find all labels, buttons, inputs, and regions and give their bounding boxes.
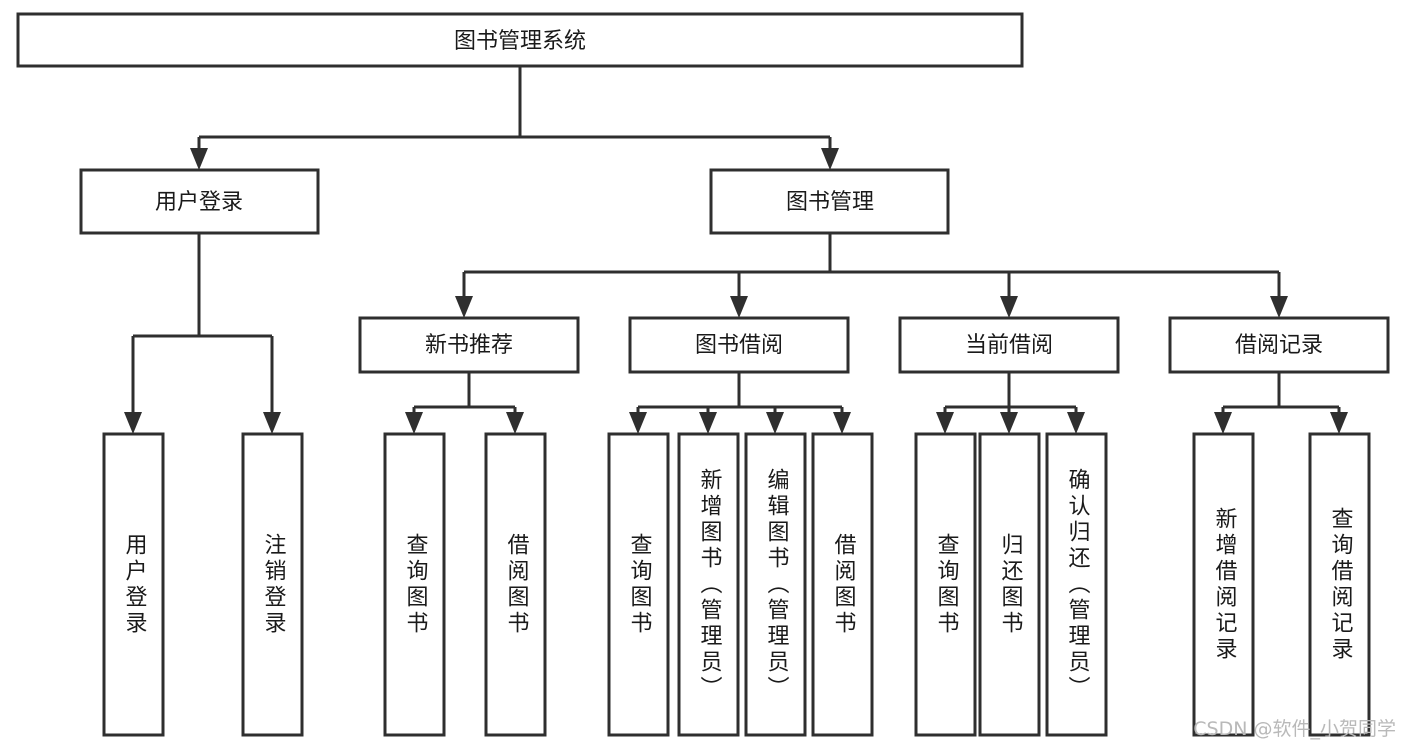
node-current-borrow[interactable]: 当前借阅: [898, 316, 1120, 374]
connector-group-current-borrow: [936, 372, 1085, 434]
leaf-bb-1-box[interactable]: [677, 432, 740, 737]
leaf-node-borrow-record-0[interactable]: 新增借阅记录: [1192, 432, 1255, 737]
node-book-borrow-label: 图书借阅: [695, 333, 783, 358]
leaf-bb-3-label: 借阅图书: [831, 533, 857, 637]
arrow-head-leaf-cb-2: [1067, 412, 1085, 434]
leaf-cb-1-box[interactable]: [978, 432, 1041, 737]
node-new-book-recommend-box[interactable]: [358, 316, 580, 374]
arrow-head-leaf-bb-2: [766, 412, 784, 434]
leaf-nbr-1-box[interactable]: [484, 432, 547, 737]
leaf-cb-0-box[interactable]: [914, 432, 977, 737]
leaf-node-current-borrow-2[interactable]: 确认归还（管理员）: [1045, 432, 1108, 737]
leaf-node-new-book-recommend-0[interactable]: 查询图书: [383, 432, 446, 737]
leaf-br-0-label: 新增借阅记录: [1212, 507, 1238, 663]
node-book-management-box[interactable]: [709, 168, 950, 235]
leaf-node-book-borrow-3[interactable]: 借阅图书: [811, 432, 874, 737]
watermark-label: CSDN @软件_小贺同学: [1193, 718, 1396, 740]
arrow-head-borrow-record: [1270, 296, 1288, 318]
leaf-node-current-borrow-1[interactable]: 归还图书: [978, 432, 1041, 737]
node-book-management-label: 图书管理: [786, 190, 874, 215]
arrow-head-leaf-nbr-1: [506, 412, 524, 434]
node-borrow-record[interactable]: 借阅记录: [1168, 316, 1390, 374]
arrow-head-leaf-nbr-0: [405, 412, 423, 434]
arrow-head-leaf-user-login-1: [263, 412, 281, 434]
node-root-label: 图书管理系统: [454, 29, 586, 54]
leaf-bb-3-box[interactable]: [811, 432, 874, 737]
leaf-bb-1-label: 新增图书（管理员）: [697, 468, 723, 702]
leaf-node-current-borrow-0[interactable]: 查询图书: [914, 432, 977, 737]
leaf-bb-0-label: 查询图书: [627, 533, 653, 637]
leaf-node-user-login-0[interactable]: 用户登录: [102, 432, 165, 737]
leaf-bb-0-box[interactable]: [607, 432, 670, 737]
node-root[interactable]: 图书管理系统: [16, 12, 1024, 68]
connector-group-book-borrow: [629, 372, 851, 434]
node-user-login-box[interactable]: [79, 168, 320, 235]
connector-group-new-book-recommend: [405, 372, 524, 434]
leaf-user-login-1-label: 注销登录: [261, 533, 287, 637]
leaf-node-user-login-1[interactable]: 注销登录: [241, 432, 304, 737]
arrow-head-leaf-bb-0: [629, 412, 647, 434]
node-current-borrow-label: 当前借阅: [965, 333, 1053, 358]
arrow-head-current-borrow: [1000, 296, 1018, 318]
leaf-node-book-borrow-2[interactable]: 编辑图书（管理员）: [744, 432, 807, 737]
node-borrow-record-label: 借阅记录: [1235, 333, 1323, 358]
node-book-borrow[interactable]: 图书借阅: [628, 316, 850, 374]
leaf-user-login-0-label: 用户登录: [122, 533, 148, 637]
node-new-book-recommend-label: 新书推荐: [425, 333, 513, 358]
arrow-head-leaf-br-0: [1214, 412, 1232, 434]
arrow-head-user-login: [190, 148, 208, 170]
node-user-login-label: 用户登录: [155, 190, 243, 215]
arrow-head-leaf-br-1: [1330, 412, 1348, 434]
arrow-head-leaf-bb-3: [833, 412, 851, 434]
arrow-head-leaf-bb-1: [699, 412, 717, 434]
arrow-head-leaf-cb-1: [1000, 412, 1018, 434]
node-root-box[interactable]: [16, 12, 1024, 68]
arrow-head-book-mgmt: [821, 148, 839, 170]
leaf-nbr-1-label: 借阅图书: [504, 533, 530, 637]
node-new-book-recommend[interactable]: 新书推荐: [358, 316, 580, 374]
leaf-br-1-box[interactable]: [1308, 432, 1371, 737]
leaf-cb-1-label: 归还图书: [998, 533, 1024, 637]
leaf-bb-2-label: 编辑图书（管理员）: [764, 468, 790, 702]
leaf-node-book-borrow-1[interactable]: 新增图书（管理员）: [677, 432, 740, 737]
leaf-node-new-book-recommend-1[interactable]: 借阅图书: [484, 432, 547, 737]
arrow-head-leaf-cb-0: [936, 412, 954, 434]
node-book-management[interactable]: 图书管理: [709, 168, 950, 235]
node-current-borrow-box[interactable]: [898, 316, 1120, 374]
leaf-cb-2-box[interactable]: [1045, 432, 1108, 737]
connector-group-user-login: [124, 233, 281, 434]
arrow-head-leaf-user-login-0: [124, 412, 142, 434]
leaf-user-login-0-box[interactable]: [102, 432, 165, 737]
connector-group-borrow-record: [1214, 372, 1348, 434]
leaf-br-1-label: 查询借阅记录: [1328, 507, 1354, 663]
leaf-user-login-1-box[interactable]: [241, 432, 304, 737]
connector-group-root: [190, 66, 839, 170]
node-user-login[interactable]: 用户登录: [79, 168, 320, 235]
arrow-head-book-borrow: [730, 296, 748, 318]
leaf-nbr-0-label: 查询图书: [403, 533, 429, 637]
leaf-node-book-borrow-0[interactable]: 查询图书: [607, 432, 670, 737]
connector-group-book-mgmt: [455, 233, 1288, 318]
leaf-bb-2-box[interactable]: [744, 432, 807, 737]
node-book-borrow-box[interactable]: [628, 316, 850, 374]
leaf-br-0-box[interactable]: [1192, 432, 1255, 737]
leaf-node-borrow-record-1[interactable]: 查询借阅记录: [1308, 432, 1371, 737]
arrow-head-new-book-recommend: [455, 296, 473, 318]
leaf-cb-2-label: 确认归还（管理员）: [1065, 468, 1091, 702]
node-borrow-record-box[interactable]: [1168, 316, 1390, 374]
leaf-nbr-0-box[interactable]: [383, 432, 446, 737]
leaf-cb-0-label: 查询图书: [934, 533, 960, 637]
